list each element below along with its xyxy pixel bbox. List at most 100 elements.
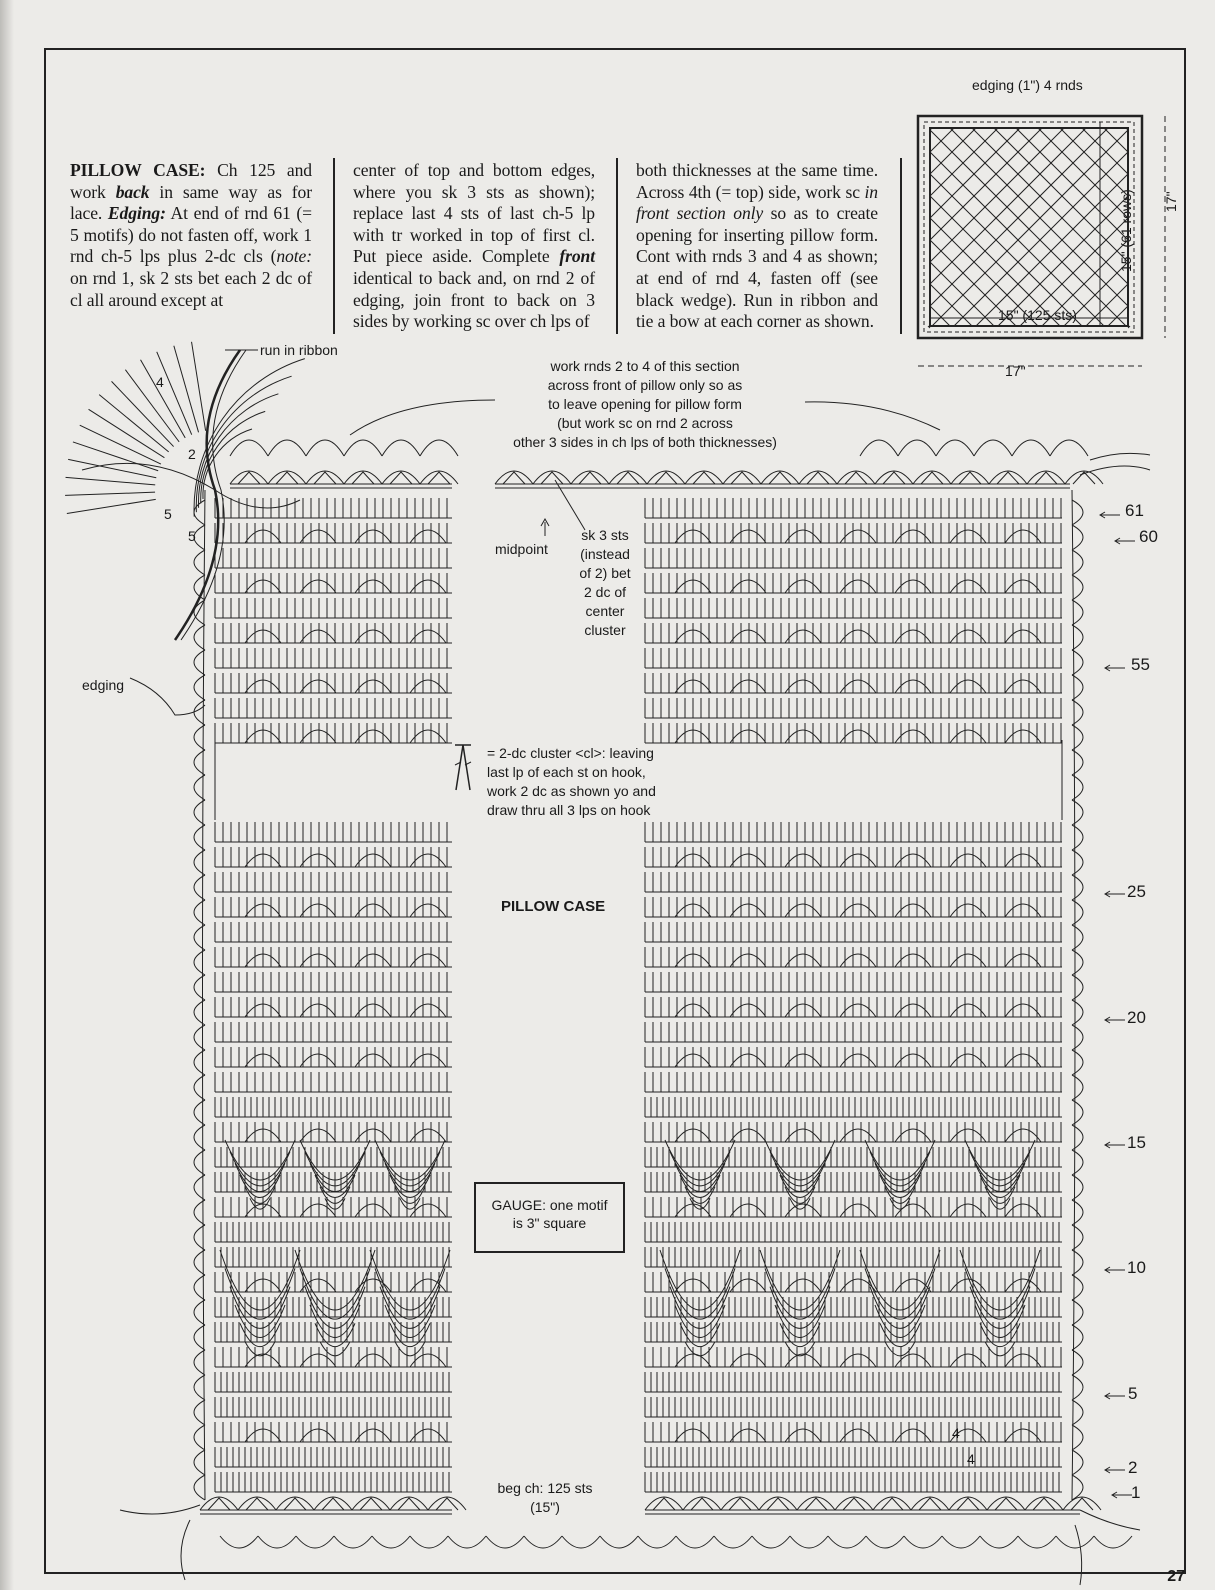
edging-arch-lower	[296, 1536, 334, 1548]
ribbon-tie	[82, 463, 300, 508]
edging-arch	[428, 1497, 466, 1510]
edging-scallop	[194, 1000, 205, 1025]
pineapple-fan	[875, 1163, 925, 1191]
edging-scallop	[1072, 550, 1083, 575]
edging-arch-upper	[936, 440, 974, 456]
cluster-symbol	[957, 1498, 979, 1510]
cluster-symbol	[767, 1498, 789, 1510]
schematic-lattice	[930, 128, 1108, 306]
edging-arch	[645, 1497, 683, 1510]
chain-loop	[300, 630, 336, 643]
chain-loop	[1005, 1204, 1041, 1217]
edging-arch	[230, 471, 268, 484]
edging-scallop	[194, 1375, 205, 1400]
schematic-lattice	[1108, 306, 1128, 326]
corner-fan	[201, 411, 265, 503]
schematic-lattice	[930, 128, 954, 152]
edging-scallop	[194, 500, 205, 525]
chain-loop	[730, 854, 766, 867]
cluster-symbol	[653, 1498, 675, 1510]
chain-loop	[730, 904, 766, 917]
chain-loop	[730, 630, 766, 643]
chain-loop	[785, 1279, 821, 1292]
chain-loop	[785, 730, 821, 743]
chain-loop	[300, 904, 336, 917]
edging-arch	[1027, 471, 1065, 484]
row-number-60: 60	[1139, 527, 1158, 547]
chain-loop	[730, 1279, 766, 1292]
chain-loop	[300, 580, 336, 593]
edging-arch	[647, 471, 685, 484]
cluster-symbol	[691, 1498, 713, 1510]
chain-loop	[785, 1429, 821, 1442]
corner-fan-spoke	[112, 381, 174, 446]
edging-scallop	[1072, 900, 1083, 925]
chain-loop	[730, 530, 766, 543]
cluster-symbol	[352, 472, 374, 484]
inner-round-number: 4	[967, 1450, 975, 1468]
corner-fan-spoke	[174, 346, 199, 433]
schematic-lattice	[930, 128, 1020, 218]
edging-arch-lower	[372, 1536, 410, 1548]
chain-loop	[300, 1004, 336, 1017]
run-in-ribbon-label: run in ribbon	[260, 341, 338, 359]
edging-scallop	[194, 875, 205, 900]
edging-scallop	[1072, 1000, 1083, 1025]
edging-scallop	[1072, 525, 1083, 550]
edging-scallop	[194, 825, 205, 850]
edging-arch	[761, 471, 799, 484]
chain-loop	[1005, 1054, 1041, 1067]
edging-arch	[951, 471, 989, 484]
chain-loop	[895, 530, 931, 543]
opening-bracket	[805, 402, 940, 430]
edging-arch-upper	[230, 440, 268, 456]
cluster-symbol	[398, 1498, 420, 1510]
pineapple-fan	[860, 1250, 940, 1310]
gauge-line: GAUGE: one motif	[476, 1196, 623, 1214]
pineapple-fan	[375, 1140, 445, 1180]
schematic-lattice	[930, 284, 972, 326]
chain-loop	[300, 1279, 336, 1292]
edging-arch	[571, 471, 609, 484]
ribbon-tie	[1080, 466, 1150, 475]
edging-scallop	[1072, 1025, 1083, 1050]
edging-scallop	[194, 550, 205, 575]
edging-scallop	[194, 1450, 205, 1475]
cluster-symbol	[238, 472, 260, 484]
cluster-symbol	[390, 472, 412, 484]
corner-round-number: 2	[188, 445, 196, 463]
pineapple-fan	[760, 1250, 840, 1310]
chain-loop	[895, 630, 931, 643]
cluster-symbol	[436, 1498, 458, 1510]
edging-arch-lower	[524, 1536, 562, 1548]
edging-arch	[911, 1497, 949, 1510]
pineapple-fan	[865, 1140, 935, 1180]
edging-scallop	[1072, 1475, 1083, 1500]
chain-loop	[730, 1354, 766, 1367]
edging-scallop	[1072, 1100, 1083, 1125]
edging-label: edging	[82, 676, 124, 694]
edging-arch	[949, 1497, 987, 1510]
corner-round-number: 4	[156, 373, 164, 391]
edging-arch-lower	[334, 1536, 372, 1548]
chain-loop	[785, 954, 821, 967]
beg-ch-label: beg ch: 125 sts	[480, 1479, 610, 1497]
cluster-symbol	[769, 472, 791, 484]
chain-loop	[730, 580, 766, 593]
cluster-symbol	[807, 472, 829, 484]
edging-arch-lower	[220, 1536, 258, 1548]
edging-scallop	[194, 1150, 205, 1175]
edging-arch	[268, 471, 306, 484]
chain-loop	[1005, 580, 1041, 593]
chain-loop	[730, 1429, 766, 1442]
edging-arch-upper	[420, 440, 458, 456]
edging-scallop	[194, 1025, 205, 1050]
edging-arch	[352, 1497, 390, 1510]
edging-arch	[987, 1497, 1025, 1510]
schematic-lattice	[954, 152, 1128, 326]
row-number-25: 25	[1127, 882, 1146, 902]
edging-arch	[420, 471, 458, 484]
cluster-symbol	[617, 472, 639, 484]
chain-loop	[300, 954, 336, 967]
